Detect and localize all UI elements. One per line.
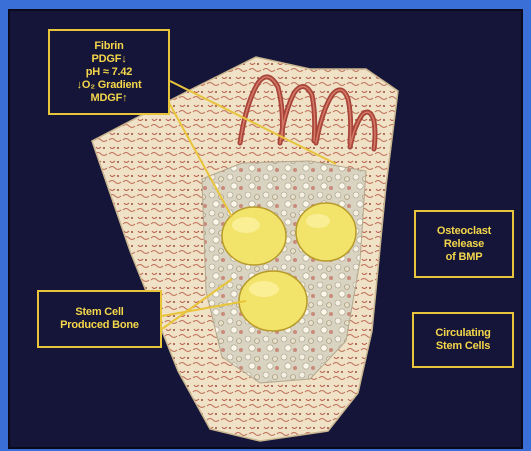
factors-line-pdgf: PDGF↓ — [91, 53, 126, 66]
stem-cell-bone-label-box: Stem Cell Produced Bone — [37, 290, 162, 348]
graft-particle-bottom — [239, 271, 307, 331]
stem-line-2: Produced Bone — [60, 319, 139, 332]
growth-factors-label-box: Fibrin PDGF↓ pH ≈ 7.42 ↓O₂ Gradient MDGF… — [48, 29, 170, 115]
osteoclast-bmp-label-box: Osteoclast Release of BMP — [414, 210, 514, 278]
diagram-panel: Fibrin PDGF↓ pH ≈ 7.42 ↓O₂ Gradient MDGF… — [8, 9, 523, 449]
factors-line-mdgf: MDGF↑ — [91, 92, 128, 105]
stem-line-1: Stem Cell — [75, 306, 123, 319]
circ-line-2: Stem Cells — [436, 340, 490, 353]
osteo-line-2: Release — [444, 238, 484, 251]
osteo-line-1: Osteoclast — [437, 225, 491, 238]
factors-line-o2-gradient: ↓O₂ Gradient — [77, 79, 142, 92]
graft-particle-right — [296, 203, 356, 261]
circulating-stem-cells-label-box: Circulating Stem Cells — [412, 312, 514, 368]
circ-line-1: Circulating — [435, 327, 490, 340]
factors-line-ph: pH ≈ 7.42 — [86, 66, 132, 79]
factors-line-fibrin: Fibrin — [94, 40, 123, 53]
osteo-line-3: of BMP — [446, 251, 483, 264]
